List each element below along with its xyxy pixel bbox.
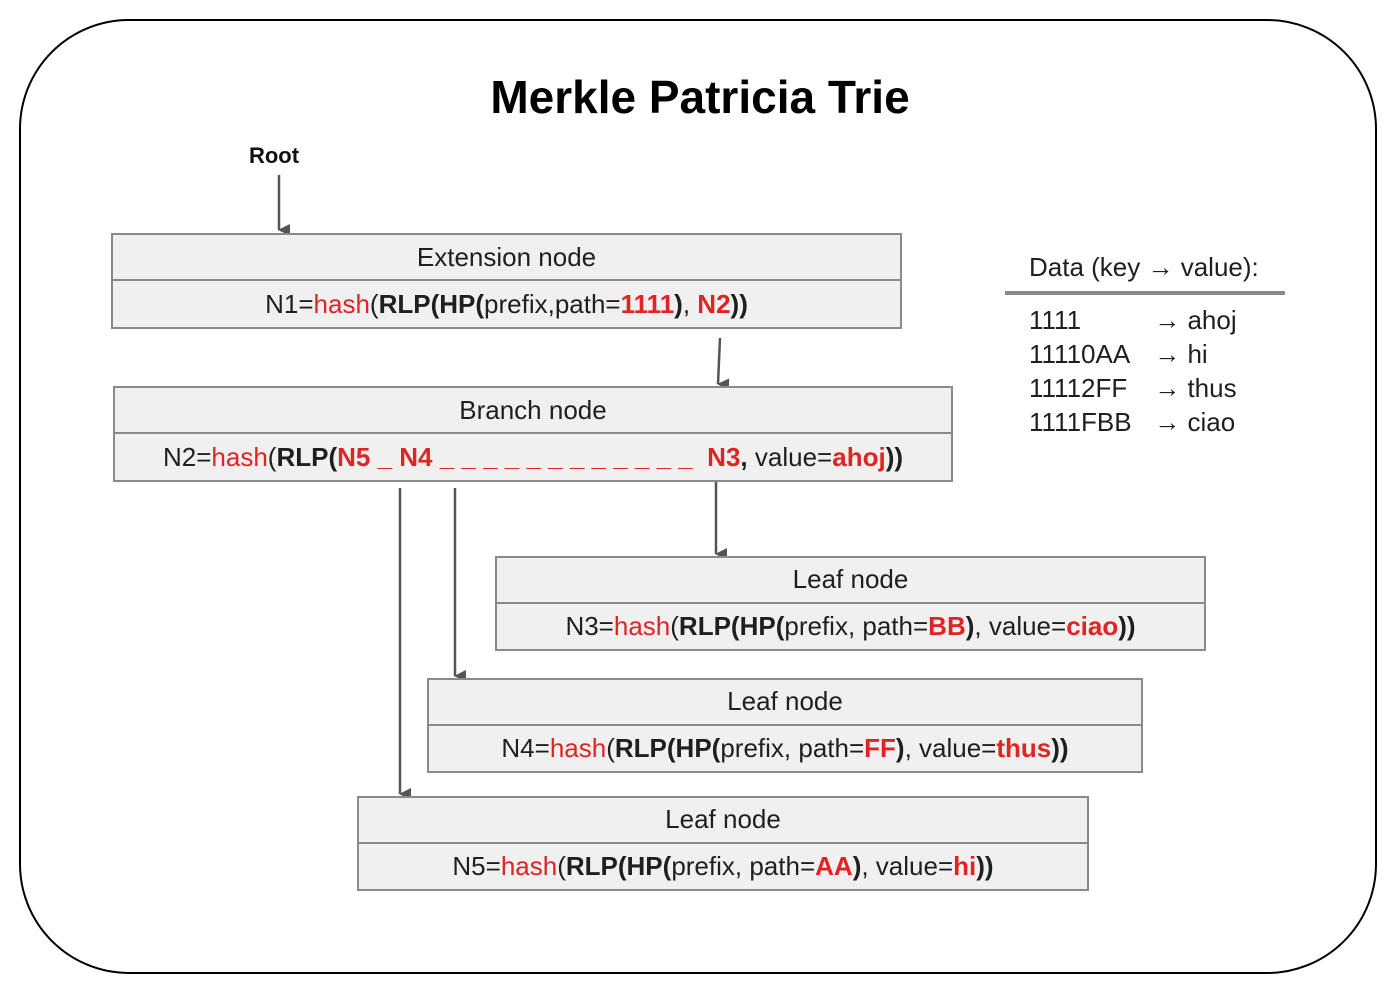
formula-segment: BB — [928, 610, 966, 641]
formula-segment: prefix,path= — [484, 288, 621, 319]
formula-segment: ( — [670, 610, 679, 641]
formula-segment: N2 — [697, 288, 731, 319]
formula-segment: )) — [976, 850, 994, 881]
formula-segment: ahoj — [832, 441, 886, 472]
data-row: 11112FF → thus — [1005, 371, 1285, 405]
formula-segment: )) — [730, 288, 748, 319]
data-value: → hi — [1154, 339, 1208, 369]
formula-segment: hi — [953, 850, 977, 881]
formula-segment: N5= — [452, 850, 501, 881]
formula-segment: hash — [211, 441, 268, 472]
node-type-label: Leaf node — [429, 680, 1141, 726]
formula-segment: , value= — [974, 610, 1067, 641]
formula-segment: hash — [500, 850, 558, 881]
node-type-label: Leaf node — [359, 798, 1087, 844]
data-row: 1111FBB → ciao — [1005, 405, 1285, 439]
data-key: 11112FF — [1029, 373, 1128, 403]
formula-segment: RLP(HP( — [678, 610, 785, 641]
formula-segment: ) — [852, 850, 862, 881]
formula-segment: , — [740, 441, 748, 472]
node-type-label: Extension node — [113, 235, 900, 281]
leaf-node-n3: Leaf node N3=hash(RLP(HP(prefix, path=BB… — [495, 556, 1206, 651]
node-formula: N4=hash(RLP(HP(prefix, path=FF), value=t… — [429, 726, 1141, 772]
formula-segment: prefix, path= — [720, 732, 865, 763]
data-value: → thus — [1154, 373, 1237, 403]
formula-segment: N3= — [565, 610, 614, 641]
formula-segment: ) — [674, 288, 683, 319]
formula-segment: ( — [557, 850, 566, 881]
node-formula: N2=hash(RLP(N5 _ N4 _ _ _ _ _ _ _ _ _ _ … — [115, 434, 951, 480]
formula-segment: FF — [864, 732, 896, 763]
formula-segment: hash — [613, 610, 671, 641]
node-formula: N1=hash(RLP(HP(prefix,path=1111), N2)) — [113, 281, 900, 327]
formula-segment: hash — [313, 288, 370, 319]
data-table-header: Data (key → value): — [1005, 250, 1285, 295]
leaf-node-n5: Leaf node N5=hash(RLP(HP(prefix, path=AA… — [357, 796, 1089, 891]
data-key: 11110AA — [1029, 339, 1131, 369]
formula-segment: RLP( — [276, 441, 338, 472]
node-type-label: Branch node — [115, 388, 951, 434]
branch-node-n2: Branch node N2=hash(RLP(N5 _ N4 _ _ _ _ … — [113, 386, 953, 482]
arrow-n1-to-n2 — [716, 337, 730, 391]
node-formula: N5=hash(RLP(HP(prefix, path=AA), value=h… — [359, 844, 1087, 890]
formula-segment: RLP(HP( — [565, 850, 672, 881]
node-formula: N3=hash(RLP(HP(prefix, path=BB), value=c… — [497, 604, 1204, 650]
formula-segment: , value= — [904, 732, 997, 763]
formula-segment: ( — [369, 288, 379, 319]
formula-segment: )) — [1118, 610, 1136, 641]
formula-segment: ) — [895, 732, 905, 763]
formula-segment: ) — [965, 610, 975, 641]
data-value: → ciao — [1154, 407, 1236, 437]
formula-segment: thus — [996, 732, 1052, 763]
leaf-node-n4: Leaf node N4=hash(RLP(HP(prefix, path=FF… — [427, 678, 1143, 773]
data-row: 11110AA → hi — [1005, 337, 1285, 371]
data-value: → ahoj — [1154, 305, 1237, 335]
data-key: 1111 — [1029, 305, 1082, 335]
formula-segment: RLP(HP( — [378, 288, 485, 319]
formula-segment: N1= — [265, 288, 314, 319]
formula-segment: N4= — [501, 732, 550, 763]
node-type-label: Leaf node — [497, 558, 1204, 604]
formula-segment: N2= — [162, 441, 212, 472]
formula-segment: , value= — [861, 850, 954, 881]
diagram-frame — [19, 19, 1377, 974]
formula-segment: ciao — [1066, 610, 1119, 641]
formula-segment: )) — [885, 441, 904, 472]
root-label: Root — [248, 143, 300, 168]
formula-segment: )) — [1051, 732, 1069, 763]
formula-segment: hash — [549, 732, 607, 763]
data-key: 1111FBB — [1029, 407, 1132, 437]
formula-segment: ( — [267, 441, 277, 472]
formula-segment: prefix, path= — [671, 850, 816, 881]
formula-segment: ( — [606, 732, 615, 763]
data-row: 1111 → ahoj — [1005, 303, 1285, 337]
diagram-title: Merkle Patricia Trie — [490, 71, 910, 123]
formula-segment: , — [682, 288, 698, 319]
data-table: Data (key → value): 1111 → ahoj 11110AA … — [1005, 250, 1285, 439]
formula-segment: prefix, path= — [784, 610, 929, 641]
formula-segment: 1111 — [620, 288, 675, 319]
formula-segment: value= — [747, 441, 833, 472]
extension-node-n1: Extension node N1=hash(RLP(HP(prefix,pat… — [111, 233, 902, 329]
formula-segment: N5 _ N4 _ _ _ _ _ _ _ _ _ _ _ _ N3 — [337, 441, 741, 472]
formula-segment: AA — [815, 850, 853, 881]
formula-segment: RLP(HP( — [614, 732, 721, 763]
